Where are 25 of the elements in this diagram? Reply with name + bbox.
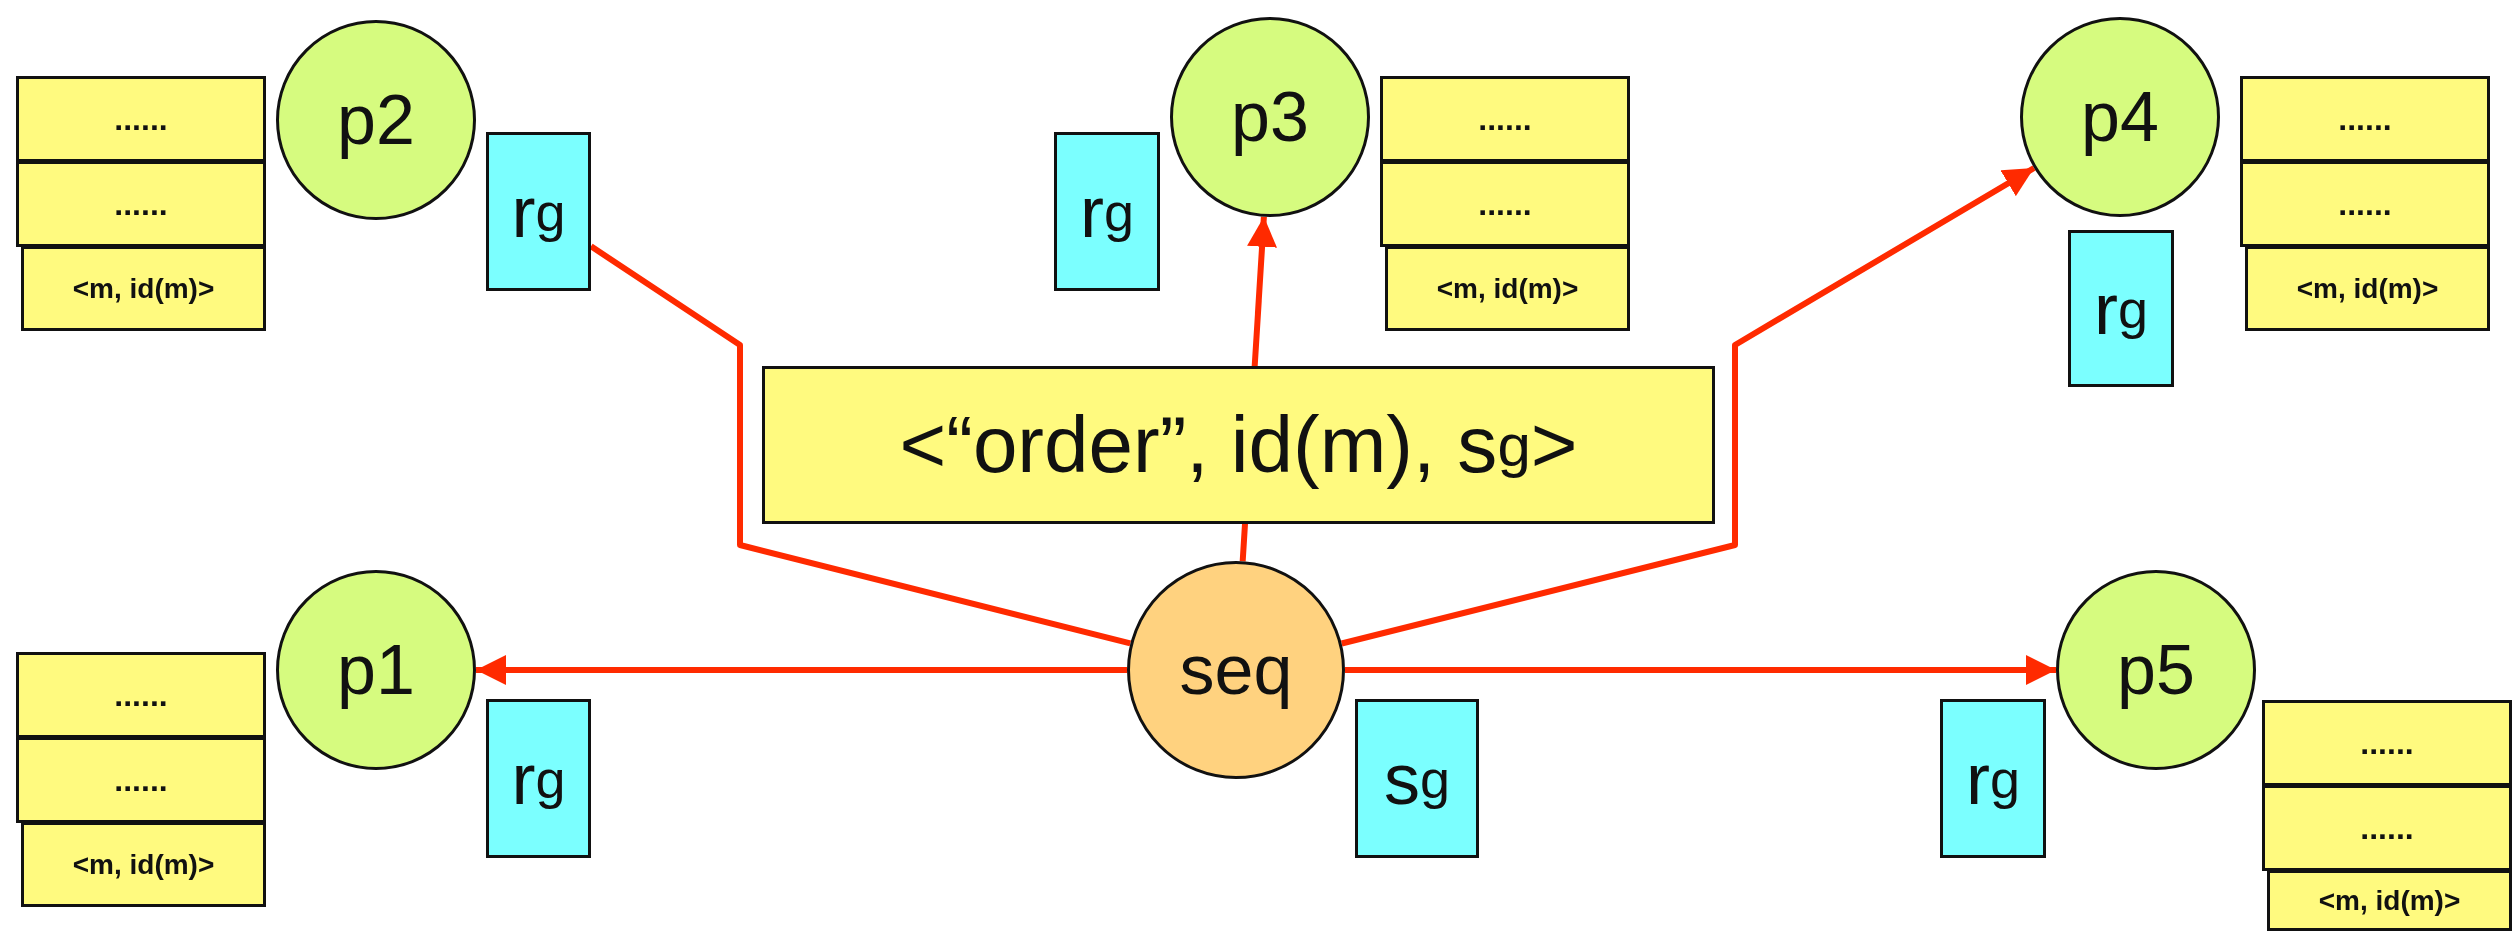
sequencer-circle: seq [1127, 561, 1345, 779]
queue-slot: ...... [1380, 161, 1630, 247]
queue-entry: <m, id(m)> [2267, 870, 2512, 931]
queue-slot: ...... [16, 76, 266, 162]
arrow [476, 655, 1127, 685]
queue-entry: <m, id(m)> [21, 246, 266, 331]
process-circle: p4 [2020, 17, 2220, 217]
queue-entry: <m, id(m)> [2245, 246, 2490, 331]
process-circle: p2 [276, 20, 476, 220]
arrow [1340, 165, 2036, 647]
queue-slot: ...... [2240, 161, 2490, 247]
queue-entry: <m, id(m)> [21, 822, 266, 907]
connector-line [589, 243, 1132, 647]
process-circle: p3 [1170, 17, 1370, 217]
queue-slot: ...... [16, 161, 266, 247]
queue-slot: ...... [2262, 700, 2512, 786]
queue-entry: <m, id(m)> [1385, 246, 1630, 331]
process-circle: p5 [2056, 570, 2256, 770]
queue-slot: ...... [2262, 785, 2512, 871]
process-circle: p1 [276, 570, 476, 770]
queue-slot: ...... [16, 652, 266, 738]
arrow [1345, 655, 2056, 685]
queue-slot: ...... [2240, 76, 2490, 162]
queue-slot: ...... [1380, 76, 1630, 162]
queue-slot: ...... [16, 737, 266, 823]
